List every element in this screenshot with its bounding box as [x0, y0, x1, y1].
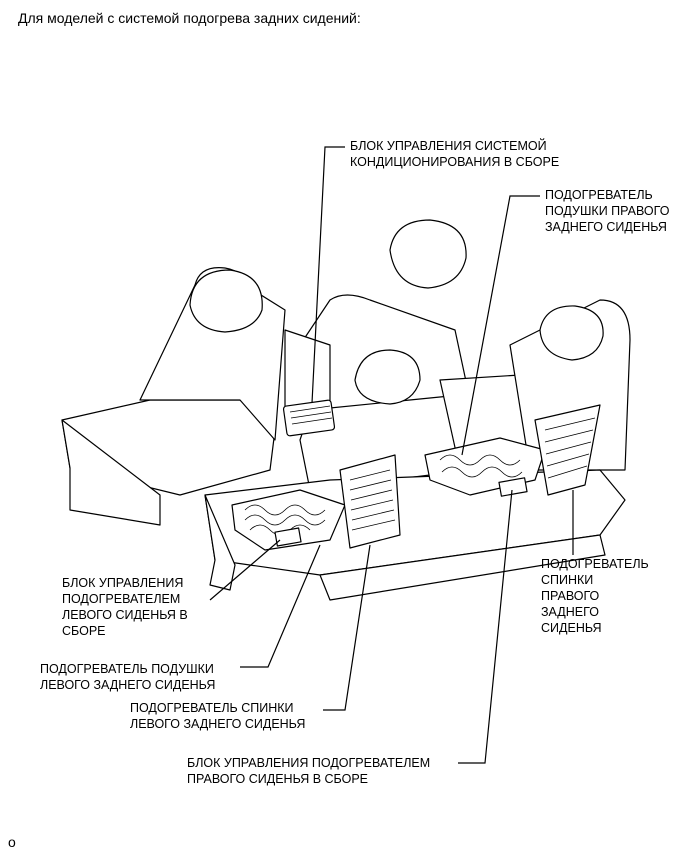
label-right-heater-control: БЛОК УПРАВЛЕНИЯ ПОДОГРЕВАТЕЛЕМ ПРАВОГО С… [187, 756, 431, 786]
label-left-cushion-heater: ПОДОГРЕВАТЕЛЬ ПОДУШКИ ЛЕВОГО ЗАДНЕГО СИД… [40, 662, 216, 692]
leader-line-ac-unit [311, 146, 345, 404]
label-left-back-heater: ПОДОГРЕВАТЕЛЬ СПИНКИ ЛЕВОГО ЗАДНЕГО СИДЕ… [130, 701, 306, 731]
label-right-cushion-heater: ПОДОГРЕВАТЕЛЬ ПОДУШКИ ПРАВОГО ЗАДНЕГО СИ… [545, 188, 670, 234]
right-back-heater-illustration [534, 404, 601, 496]
label-left-heater-control: БЛОК УПРАВЛЕНИЯ ПОДОГРЕВАТЕЛЕМ ЛЕВОГО СИ… [62, 576, 188, 638]
left-heater-control-unit-illustration [274, 527, 302, 547]
leader-line-right-heater-control [458, 489, 513, 764]
corner-mark: o [8, 834, 16, 850]
right-heater-control-unit-illustration [498, 477, 528, 497]
ac-control-unit-illustration [282, 399, 336, 437]
left-back-heater-illustration [339, 454, 401, 549]
leader-line-left-cushion-heater [240, 544, 321, 668]
leader-line-right-cushion-heater [461, 195, 540, 456]
leader-line-left-back-heater [323, 544, 371, 711]
page-heading: Для моделей с системой подогрева задних … [18, 10, 361, 26]
label-ac-control-unit: БЛОК УПРАВЛЕНИЯ СИСТЕМОЙ КОНДИЦИОНИРОВАН… [350, 139, 560, 169]
left-cushion-heater-illustration [231, 489, 346, 551]
front-left-seat-illustration [61, 267, 286, 526]
leader-line-left-heater-control [209, 539, 281, 601]
label-right-back-heater: ПОДОГРЕВАТЕЛЬ СПИНКИ ПРАВОГО ЗАДНЕГО СИД… [541, 557, 649, 635]
